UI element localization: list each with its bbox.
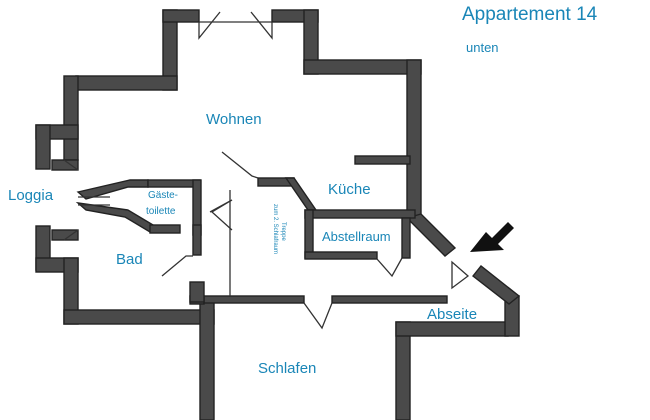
stair-note-line1: Treppe xyxy=(280,222,286,241)
arrow-down-left-icon xyxy=(470,222,514,252)
page-subtitle: unten xyxy=(466,40,499,55)
wall-schlafen-east xyxy=(395,321,411,420)
wall-abstellraum-bottom xyxy=(304,251,378,260)
wall-top-bay-top-left xyxy=(162,9,200,23)
wall-interior-kueche xyxy=(354,155,411,165)
wall-west-upper xyxy=(63,75,79,161)
page-title: Appartement 14 xyxy=(462,4,598,25)
wall-interior-diagonal xyxy=(284,177,318,211)
wall-abstellraum-right xyxy=(401,217,411,259)
room-label-abstellraum: Abstellraum xyxy=(322,229,391,244)
loggia-window-line-bottom xyxy=(63,229,79,241)
room-label-wohnen: Wohnen xyxy=(206,111,262,128)
room-label-gaestetoilette-1: Gäste- xyxy=(148,190,178,201)
door-abstellraum xyxy=(376,257,403,278)
wall-north-left xyxy=(75,75,178,91)
room-label-loggia: Loggia xyxy=(8,187,54,204)
door-schlafen xyxy=(303,302,333,330)
balcony-door-right xyxy=(250,11,273,40)
stair-note-line2: zum 2. Schlafraum xyxy=(272,204,278,254)
wall-schlafen-west xyxy=(199,299,215,420)
wall-kueche-slope xyxy=(405,213,457,257)
room-label-gaestetoilette-2: toilette xyxy=(146,206,176,217)
wall-bad-right xyxy=(192,224,202,256)
wall-bad-bottom xyxy=(189,281,205,303)
door-bad xyxy=(161,255,193,277)
room-label-abseite: Abseite xyxy=(427,306,477,323)
door-abseite xyxy=(451,260,470,290)
wall-interior-stair xyxy=(304,209,416,219)
room-label-schlafen: Schlafen xyxy=(258,360,316,377)
balcony-door-left xyxy=(198,11,221,40)
wall-south-left xyxy=(63,309,215,325)
wall-abstellraum-left xyxy=(304,209,314,259)
stair-note: Treppe zum 2. Schlafraum xyxy=(272,204,286,254)
door-toilet xyxy=(209,199,233,231)
door-wohnen-diagonal xyxy=(221,151,259,179)
wall-north-right xyxy=(303,59,422,75)
wall-interior-corridor-right xyxy=(331,295,448,304)
wall-toilet-top xyxy=(147,179,201,188)
wall-abseite-slope xyxy=(472,265,521,305)
loggia-window-line-top xyxy=(63,159,79,171)
room-label-kueche: Küche xyxy=(328,181,371,198)
wall-loggia-upper-side xyxy=(35,124,51,170)
wall-schlafen-northeast xyxy=(395,321,509,337)
wall-loggia-wedge-upper xyxy=(76,179,149,200)
room-label-bad: Bad xyxy=(116,251,143,268)
wall-toilet-bottom xyxy=(149,224,181,234)
wall-interior-corridor xyxy=(203,295,305,304)
wall-east xyxy=(406,59,422,221)
